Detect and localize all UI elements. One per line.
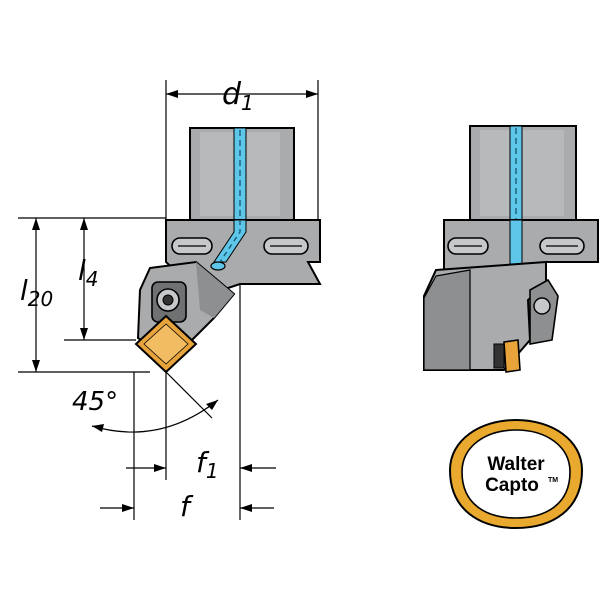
screw-slot-left-2 xyxy=(263,237,309,255)
insert-right xyxy=(503,339,521,373)
side-view xyxy=(423,125,599,373)
insert-face xyxy=(143,323,189,365)
dim-d1-label: d1 xyxy=(222,77,254,115)
dimension-lines xyxy=(18,80,319,520)
front-view xyxy=(134,127,322,374)
coolant-bend-centerline xyxy=(219,220,241,263)
head-right-face xyxy=(423,269,471,371)
dim-angle-label: 45° xyxy=(72,387,118,417)
head-shadow xyxy=(196,262,234,318)
logo-inner xyxy=(461,429,571,519)
screw-slot-right-2 xyxy=(539,237,585,255)
dim-l4-label: l4 xyxy=(78,254,99,291)
dim-f-label: f xyxy=(180,490,194,523)
dim-f1-label: f1 xyxy=(196,446,219,483)
screw-slot-right-1 xyxy=(447,237,489,255)
clamp-right-screw-icon xyxy=(533,297,551,315)
logo-text-capto: Capto xyxy=(485,475,539,496)
insert-right-seat xyxy=(493,343,505,369)
coolant-channel-bend xyxy=(213,219,247,263)
coolant-outlet xyxy=(210,261,226,271)
logo-trademark: TM xyxy=(548,477,558,484)
walter-capto-logo: Walter Capto TM xyxy=(448,418,584,530)
dim-l20-label: l20 xyxy=(20,274,53,311)
screw-slot-left-1 xyxy=(171,237,213,255)
clamp-screw-hex xyxy=(162,294,174,306)
logo-text-walter: Walter xyxy=(487,454,545,475)
dimension-arrows xyxy=(32,90,318,512)
